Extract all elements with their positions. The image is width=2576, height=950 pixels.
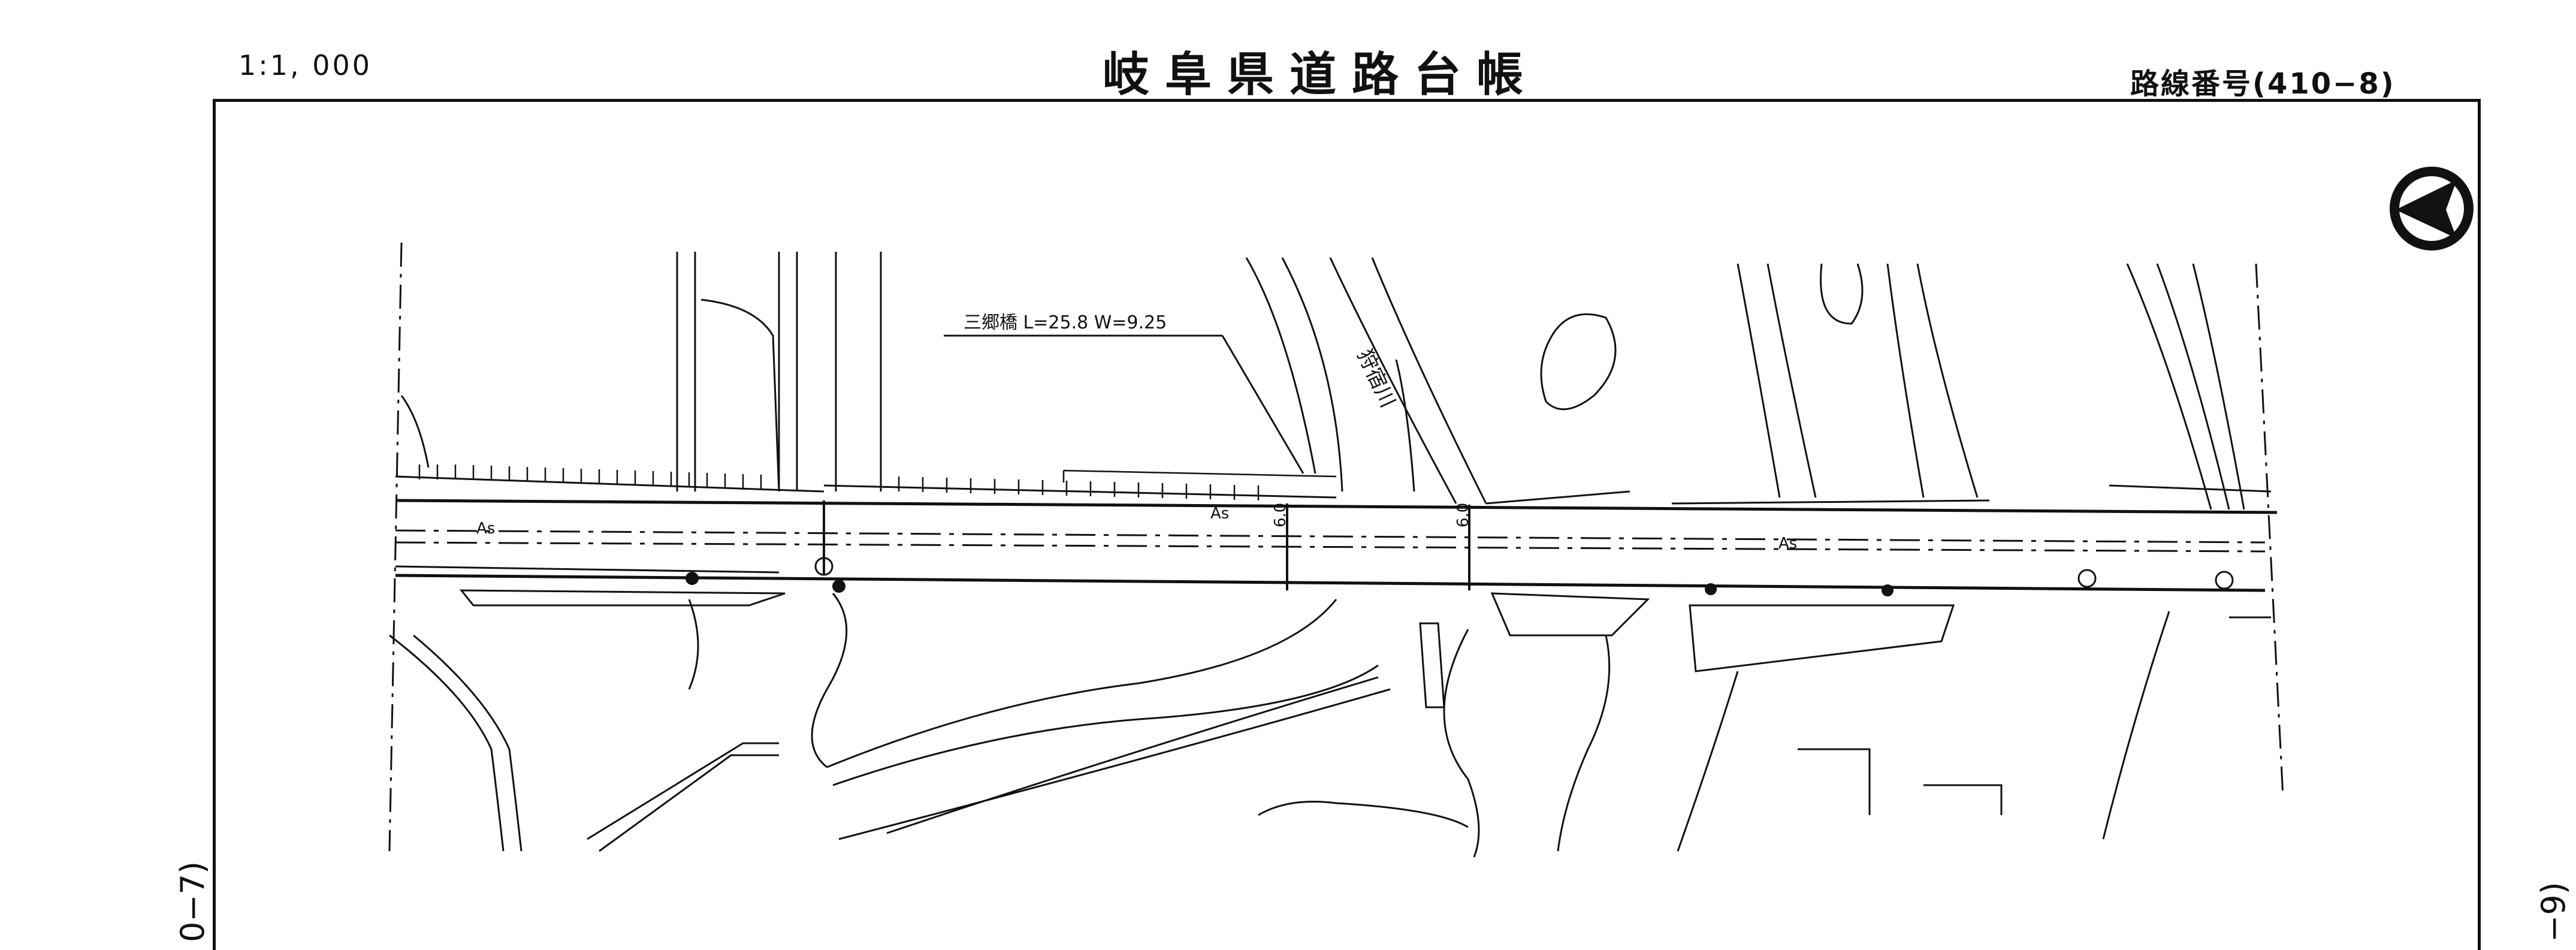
embankment-hatch-north <box>395 465 2272 505</box>
width-label: 6.0 <box>1272 503 1289 527</box>
north-arrow-icon <box>2390 167 2474 251</box>
road-edges <box>395 499 2278 592</box>
width-label: 6.0 <box>1454 503 1472 527</box>
route-number: 路線番号(410−8) <box>2130 67 2396 101</box>
surface-label: As <box>1778 535 1797 553</box>
road-markers <box>685 572 1894 596</box>
bridge-label: 三郷橋 L=25.8 W=9.25 <box>964 312 1167 333</box>
surface-label: As <box>476 520 495 538</box>
side-roads-north <box>400 252 2245 510</box>
page-title: 岐阜県道路台帳 <box>1103 48 1539 102</box>
map-frame <box>213 99 2481 950</box>
road-centerline <box>395 529 2266 553</box>
map-scale: 1:1, 000 <box>238 49 373 82</box>
bridge-abutments <box>823 500 1470 590</box>
river-label: 狩宿川 <box>1352 346 1400 411</box>
map-extent-lines <box>388 242 2284 852</box>
side-roads-south <box>389 589 2271 858</box>
hydrant-symbols <box>814 557 2234 590</box>
surface-label: As <box>1210 505 1229 523</box>
